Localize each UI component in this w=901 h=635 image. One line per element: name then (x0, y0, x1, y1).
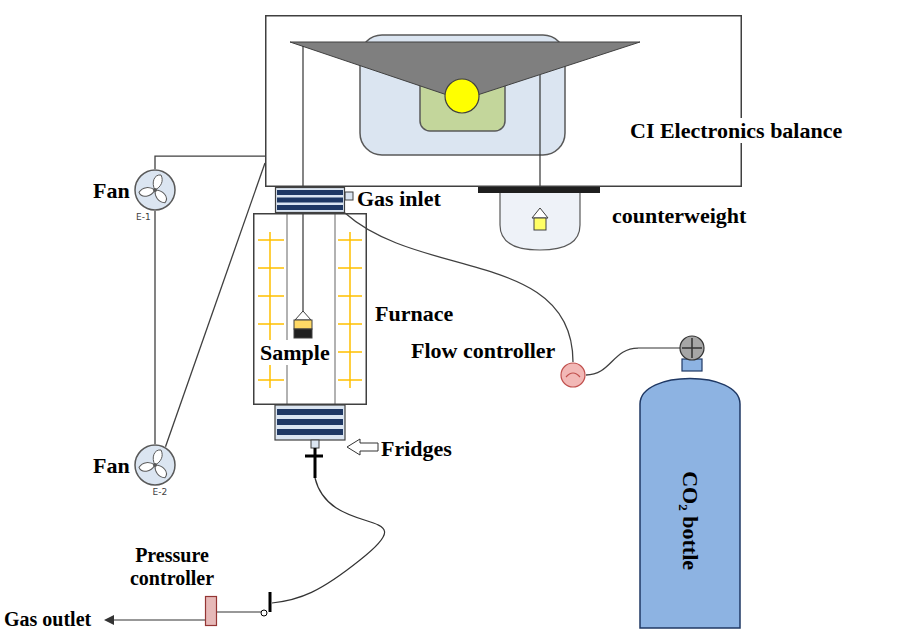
connector-line (155, 156, 265, 169)
fan-hub (153, 188, 157, 192)
furnace-body-outline (253, 213, 367, 405)
outlet-arrowhead (104, 615, 114, 625)
meter-dial (566, 373, 580, 377)
fan-blade (151, 188, 169, 203)
sample-wire (302, 46, 303, 313)
fan-hub (153, 463, 157, 467)
counterweight-mass (534, 218, 546, 230)
callout-label: Fridges (381, 436, 452, 461)
sample-material (294, 329, 312, 338)
part-label: Sample (258, 340, 332, 365)
inlet-port (345, 192, 353, 200)
bottle-label: CO₂ bottle (677, 471, 702, 570)
balance-housing: CI Electronics balance (265, 15, 742, 187)
flange-stripes (277, 190, 343, 210)
gas-inlet-flange-outline (275, 187, 345, 213)
tag-label: E-1 (136, 212, 151, 222)
fan-blade (138, 459, 156, 474)
flow-controller: Flow controller (560, 362, 586, 388)
pressure-controller: Pressure controller (205, 596, 217, 626)
tee-fitting (305, 448, 323, 478)
balance-housing-outline (265, 15, 742, 187)
fan-symbol-outline (134, 169, 176, 211)
port-label: Gas outlet (4, 608, 91, 631)
connector-line (345, 213, 573, 362)
device-label: CI Electronics balance (628, 118, 844, 143)
device-label: Pressure controller (107, 544, 237, 590)
crucible-hanger (295, 311, 311, 320)
pressure-controller-outline (205, 596, 217, 626)
bottle-valve (680, 336, 704, 360)
fan-housing (135, 445, 175, 485)
counterweight-plate (478, 187, 600, 193)
part-label: counterweight (612, 203, 746, 228)
outline-rect (254, 214, 367, 405)
connector-line (586, 348, 638, 375)
device-label: Flow controller (411, 338, 555, 363)
fan-blade (151, 463, 169, 478)
outlet-port (311, 440, 319, 448)
flange-body (276, 188, 345, 213)
fan-symbol: FanE-2 (134, 444, 176, 486)
exhaust-pipe (217, 611, 261, 612)
crucible-top (294, 320, 312, 329)
callout-arrow (347, 439, 378, 455)
fan-symbol: FanE-1 (134, 169, 176, 211)
bottle-neck (682, 359, 702, 371)
fan-housing (135, 170, 175, 210)
gas-inlet-flange: Gas inlet (275, 187, 345, 213)
tag-label: E-2 (153, 487, 168, 497)
port-label: Gas inlet (357, 186, 441, 211)
fan-blade (153, 175, 162, 190)
exhaust-pipe (272, 478, 385, 603)
valve-cross (682, 338, 702, 358)
gas-bottle: CO₂ bottle (638, 332, 742, 630)
outlet-line (114, 619, 205, 620)
controller-body (206, 597, 217, 626)
connector-line (166, 163, 266, 447)
valve-knob (261, 610, 267, 616)
connector-line (154, 211, 155, 444)
furnace-body: Furnace (253, 213, 367, 405)
fan-symbol-outline (134, 444, 176, 486)
bottle-pipe (638, 347, 680, 348)
furnace-tube (286, 213, 287, 405)
fan-blade (153, 450, 162, 465)
fan-label: Fan (93, 453, 130, 478)
cooling-flange (275, 405, 345, 440)
fan-blade (138, 184, 156, 199)
flange-stripes (277, 409, 343, 435)
balance-pivot (445, 79, 479, 113)
furnace-label: Furnace (375, 301, 453, 326)
bottle-body (640, 379, 740, 629)
flow-controller-outline (560, 362, 586, 388)
valve (269, 592, 272, 612)
heating-element (338, 232, 362, 388)
outline-rect (266, 16, 742, 187)
furnace-tube (334, 213, 335, 405)
meter-body (561, 363, 585, 387)
counterweight-housing (500, 193, 580, 250)
counterweight-hanger (532, 208, 548, 218)
fan-label: Fan (93, 178, 130, 203)
